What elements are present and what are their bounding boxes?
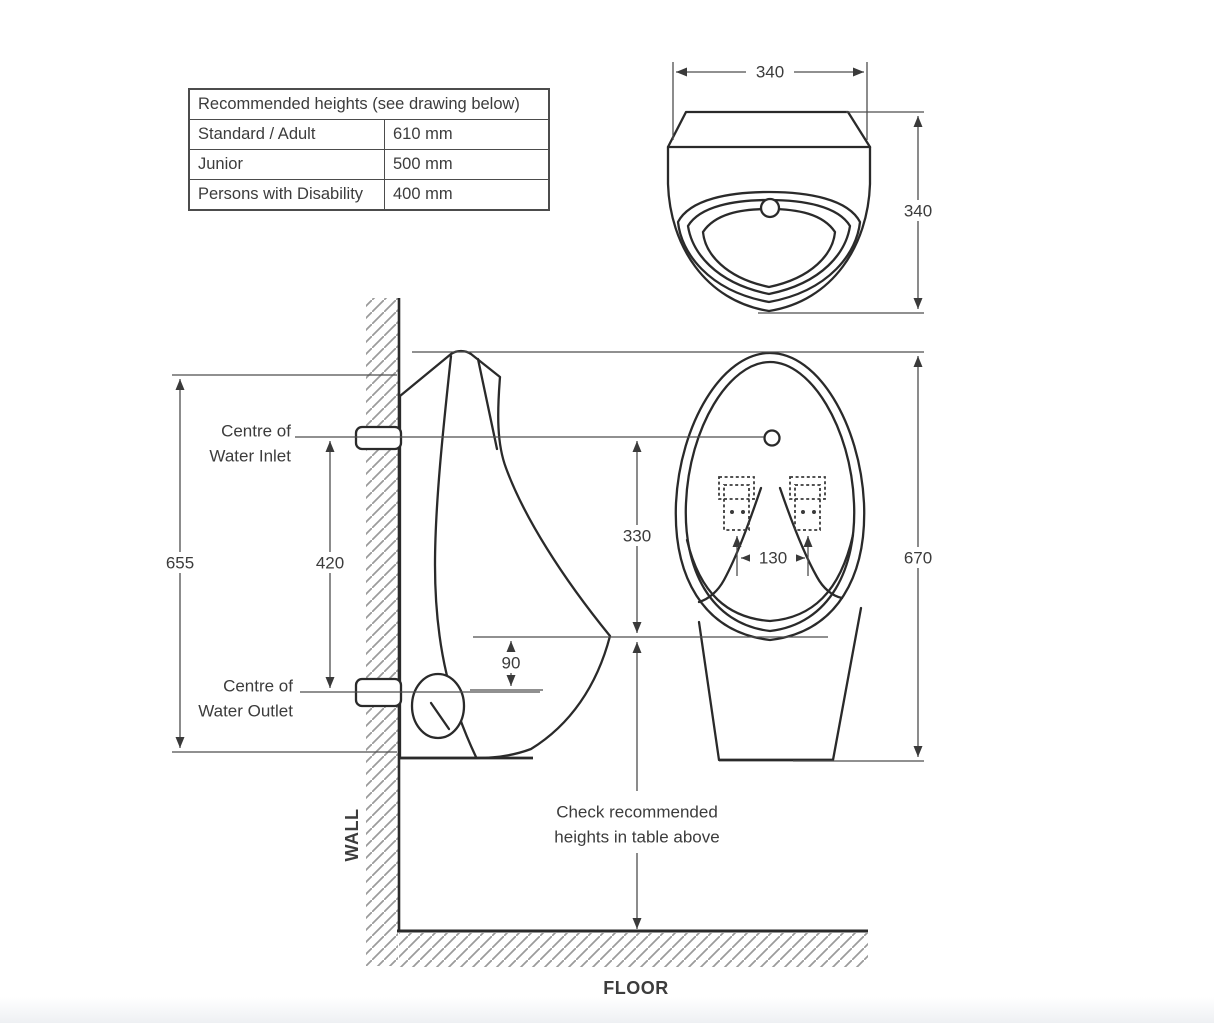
top-view-rim-inner [686, 198, 852, 296]
page-bottom-fade [0, 997, 1214, 1023]
side-view [354, 349, 612, 760]
annotations: Centre of Water Inlet Centre of Water Ou… [198, 422, 720, 999]
dim-670-label: 670 [894, 547, 942, 568]
front-view-inlet-hole [763, 429, 781, 447]
svg-text:340: 340 [904, 202, 932, 221]
water-inlet-spud [354, 425, 403, 451]
top-view [666, 110, 872, 313]
table-header-row: Recommended heights (see drawing below) [188, 88, 550, 120]
row-value: 400 mm [384, 179, 550, 211]
row-label: Persons with Disability [188, 179, 385, 211]
top-view-drain-hole [759, 197, 781, 219]
dim-420-label: 420 [306, 552, 354, 573]
fixing-bracket-right [789, 476, 826, 531]
dimension-labels: 340 340 655 420 330 90 [156, 61, 942, 673]
row-label: Standard / Adult [188, 119, 385, 150]
front-view-rim-inner [684, 360, 856, 633]
dim-340-width-label: 340 [746, 61, 794, 82]
wall-hatch [366, 298, 398, 966]
front-view-pedestal-left [697, 620, 721, 762]
front-view-rim-outer [674, 351, 866, 642]
centre-of-water-inlet-label-line2: Water Inlet [209, 447, 291, 466]
front-view [674, 351, 866, 762]
dim-130-label: 130 [750, 547, 796, 568]
svg-text:130: 130 [759, 549, 787, 568]
row-value: 610 mm [384, 119, 550, 150]
svg-text:90: 90 [502, 654, 521, 673]
svg-text:420: 420 [316, 554, 344, 573]
front-view-spreader-right [778, 486, 844, 600]
side-view-outlet-circle [410, 672, 466, 740]
top-view-lid [666, 110, 872, 149]
top-view-body [666, 145, 872, 313]
front-view-basin-arc [685, 533, 855, 623]
table-header: Recommended heights (see drawing below) [188, 88, 550, 120]
dim-90-label: 90 [493, 652, 529, 673]
front-view-spreader-left [697, 486, 763, 604]
dim-340-depth-label: 340 [894, 200, 942, 221]
wall [366, 298, 401, 966]
top-view-rim-outer [676, 190, 862, 304]
top-view-basin [701, 207, 837, 289]
reference-lines [172, 62, 924, 762]
table-row: Standard / Adult 610 mm [188, 119, 550, 150]
fixing-bracket-left [718, 476, 755, 531]
floor [397, 929, 868, 967]
floor-hatch [399, 933, 868, 967]
side-view-outlet-slash [429, 701, 451, 731]
dim-655-label: 655 [156, 552, 204, 573]
front-view-pedestal-right [831, 606, 863, 762]
height-note-line1: Check recommended [556, 803, 718, 822]
wall-label: WALL [342, 809, 362, 862]
svg-text:655: 655 [166, 554, 194, 573]
side-view-rim-edge-line [476, 357, 499, 451]
svg-text:670: 670 [904, 549, 932, 568]
height-note-line2: heights in table above [554, 828, 719, 847]
table-row: Junior 500 mm [188, 149, 550, 180]
recommended-heights-table: Recommended heights (see drawing below) … [188, 88, 550, 211]
row-value: 500 mm [384, 149, 550, 180]
centre-of-water-outlet-label-line1: Centre of [223, 677, 293, 696]
floor-label: FLOOR [603, 978, 669, 998]
centre-of-water-outlet-label-line2: Water Outlet [198, 702, 293, 721]
side-view-outline [398, 349, 612, 760]
svg-text:340: 340 [756, 63, 784, 82]
dim-330-label: 330 [613, 525, 661, 546]
table-row: Persons with Disability 400 mm [188, 179, 550, 211]
svg-text:330: 330 [623, 527, 651, 546]
row-label: Junior [188, 149, 385, 180]
centre-of-water-inlet-label-line1: Centre of [221, 422, 291, 441]
